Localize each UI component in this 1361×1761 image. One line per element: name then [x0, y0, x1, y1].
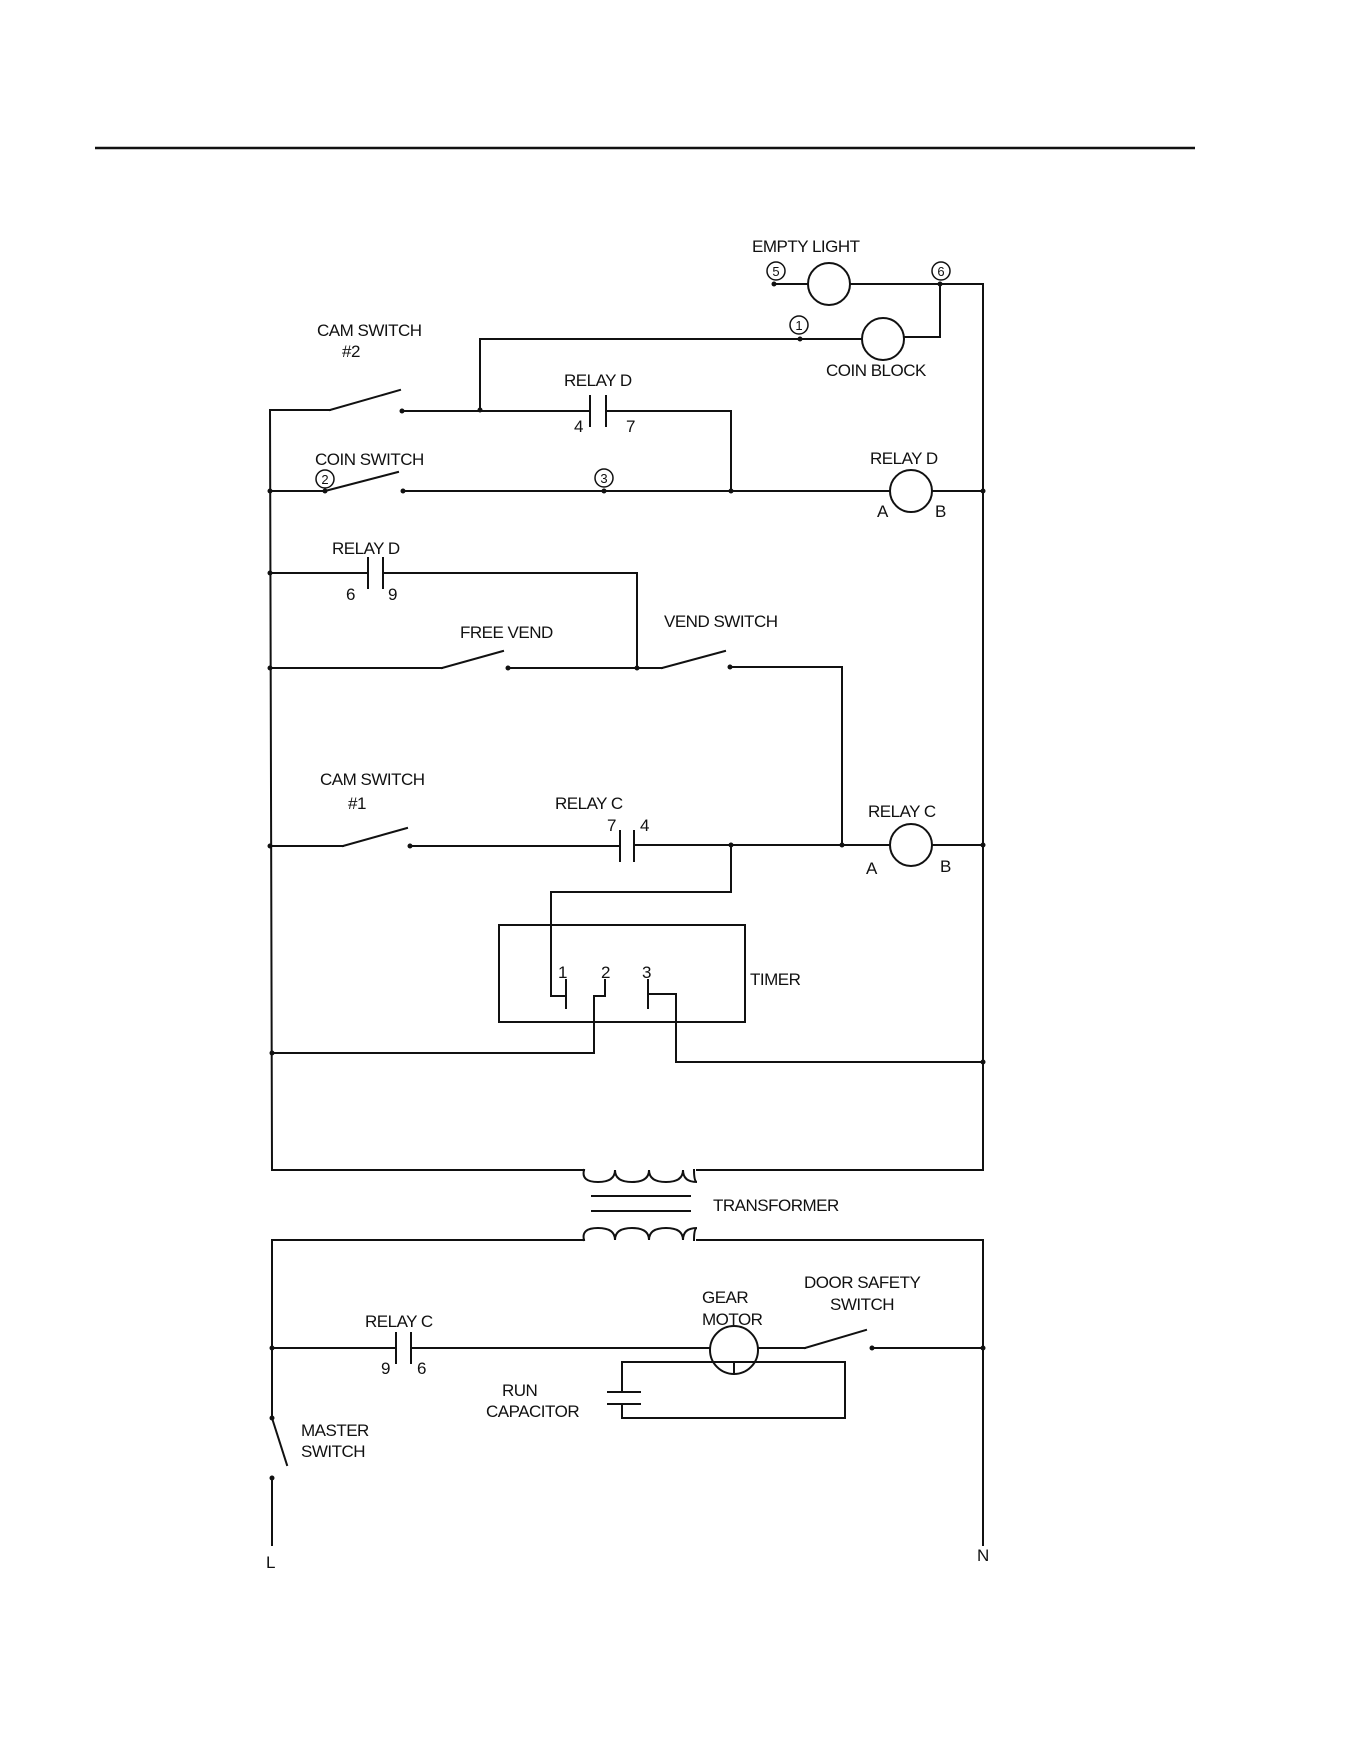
door-safety-switch-blade — [805, 1330, 866, 1348]
relay-c-contact-pin-9: 9 — [381, 1359, 390, 1378]
relay-d-coil-label: RELAY D — [870, 449, 938, 468]
coin-block-circuit: 1 COIN BLOCK — [480, 284, 940, 410]
run-capacitor-label-line2: CAPACITOR — [486, 1402, 579, 1421]
power-circuit: RELAY C 9 6 GEAR MOTOR DOOR SAFETY SWITC… — [266, 1240, 989, 1572]
relay-d-contact-pin-6: 6 — [346, 585, 355, 604]
relay-d-coil-pin-a: A — [877, 502, 889, 521]
cam-switch-1-circuit: CAM SWITCH #1 RELAY C 7 4 RELAY C A B — [268, 770, 986, 996]
door-safety-switch-label: DOOR SAFETY — [804, 1273, 921, 1292]
timer: 1 2 3 TIMER — [270, 925, 986, 1065]
relay-c-coil — [890, 824, 932, 866]
empty-light-circuit: 5 6 EMPTY LIGHT — [752, 237, 983, 305]
cam-switch-2-number: #2 — [342, 342, 360, 361]
wire-number-6: 6 — [937, 264, 944, 279]
relay-d-contact-pin-4: 4 — [574, 417, 583, 436]
relay-d-coil-pin-b: B — [935, 502, 946, 521]
relay-d-contact-6-9-label: RELAY D — [332, 539, 400, 558]
cam-switch-1-label: CAM SWITCH — [320, 770, 425, 789]
transformer: TRANSFORMER — [272, 1062, 983, 1240]
relay-c-contact-7-4-label: RELAY C — [555, 794, 623, 813]
master-switch-blade — [272, 1418, 287, 1465]
empty-light-lamp — [808, 263, 850, 305]
transformer-label: TRANSFORMER — [713, 1196, 839, 1215]
transformer-primary-winding — [584, 1170, 697, 1182]
relay-c-coil-pin-b: B — [940, 857, 951, 876]
cam-switch-2-label: CAM SWITCH — [317, 321, 422, 340]
vend-switch-blade — [662, 651, 725, 668]
empty-light-label: EMPTY LIGHT — [752, 237, 860, 256]
transformer-secondary-winding — [584, 1228, 697, 1240]
relay-d-contact-4-7-label: RELAY D — [564, 371, 632, 390]
wire-number-2: 2 — [321, 472, 328, 487]
relay-c-contact-pin-6: 6 — [417, 1359, 426, 1378]
gear-motor-label: GEAR — [702, 1288, 748, 1307]
free-vend-switch-blade — [442, 651, 503, 668]
timer-label: TIMER — [750, 970, 801, 989]
line-l-label: L — [266, 1553, 275, 1572]
door-safety-switch-label-line2: SWITCH — [830, 1295, 894, 1314]
relay-c-coil-label: RELAY C — [868, 802, 936, 821]
vend-switch-label: VEND SWITCH — [664, 612, 778, 631]
run-capacitor-label: RUN — [502, 1381, 537, 1400]
master-switch-label: MASTER — [301, 1421, 369, 1440]
timer-pin-3: 3 — [642, 963, 651, 982]
relay-d-coil — [890, 470, 932, 512]
coin-switch-label: COIN SWITCH — [315, 450, 424, 469]
relay-d-6-9-circuit: RELAY D 6 9 — [268, 539, 638, 667]
coin-block-label: COIN BLOCK — [826, 361, 927, 380]
timer-pin-2: 2 — [601, 963, 610, 982]
wire-number-1: 1 — [795, 318, 802, 333]
relay-c-contact-pin-4: 4 — [640, 816, 649, 835]
relay-d-contact-pin-9: 9 — [388, 585, 397, 604]
coin-block-coil — [862, 318, 904, 360]
cam-switch-2-blade — [330, 390, 400, 410]
cam-switch-1-blade — [343, 828, 407, 846]
left-control-rail — [270, 410, 272, 1170]
relay-c-coil-pin-a: A — [866, 859, 878, 878]
gear-motor-label-line2: MOTOR — [702, 1310, 763, 1329]
wire-number-3: 3 — [600, 471, 607, 486]
relay-c-contact-9-6-label: RELAY C — [365, 1312, 433, 1331]
cam-switch-1-number: #1 — [348, 794, 366, 813]
coin-switch-blade — [325, 472, 398, 491]
timer-pin-1: 1 — [558, 963, 567, 982]
relay-c-contact-pin-7: 7 — [607, 816, 616, 835]
master-switch-label-line2: SWITCH — [301, 1442, 365, 1461]
coin-switch-circuit: 2 3 COIN SWITCH RELAY D A B — [268, 449, 986, 521]
line-n-label: N — [977, 1546, 989, 1565]
free-vend-label: FREE VEND — [460, 623, 553, 642]
wire-number-5: 5 — [772, 264, 779, 279]
relay-d-contact-pin-7: 7 — [626, 417, 635, 436]
timer-box — [499, 925, 745, 1022]
